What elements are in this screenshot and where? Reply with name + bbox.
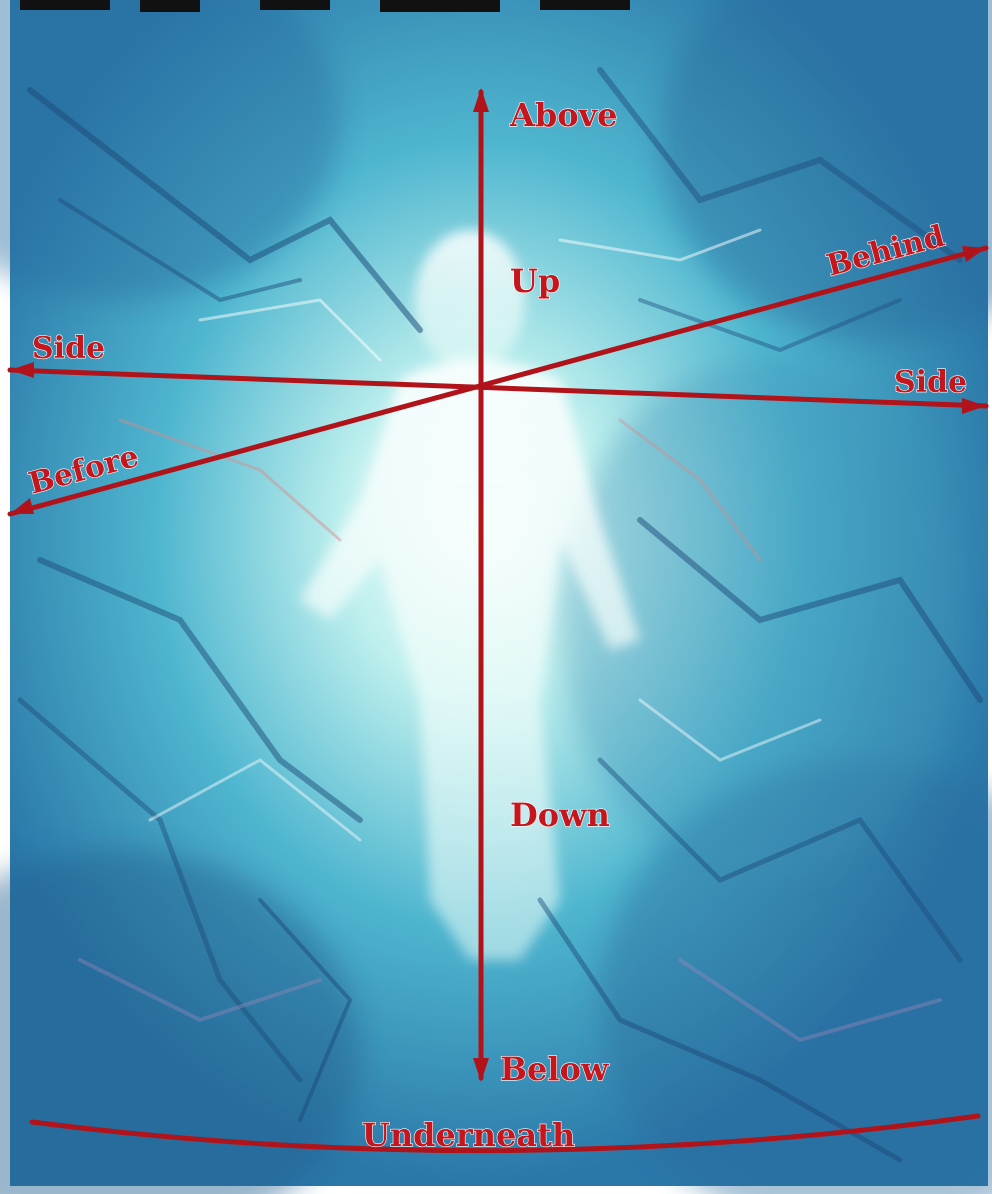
label-underneath: Underneath: [362, 1116, 575, 1154]
label-up: Up: [510, 262, 560, 300]
label-below: Below: [500, 1050, 610, 1088]
label-down: Down: [510, 796, 610, 834]
label-side-right: Side: [894, 365, 967, 400]
label-side-left: Side: [32, 331, 105, 366]
label-above: Above: [509, 96, 618, 134]
